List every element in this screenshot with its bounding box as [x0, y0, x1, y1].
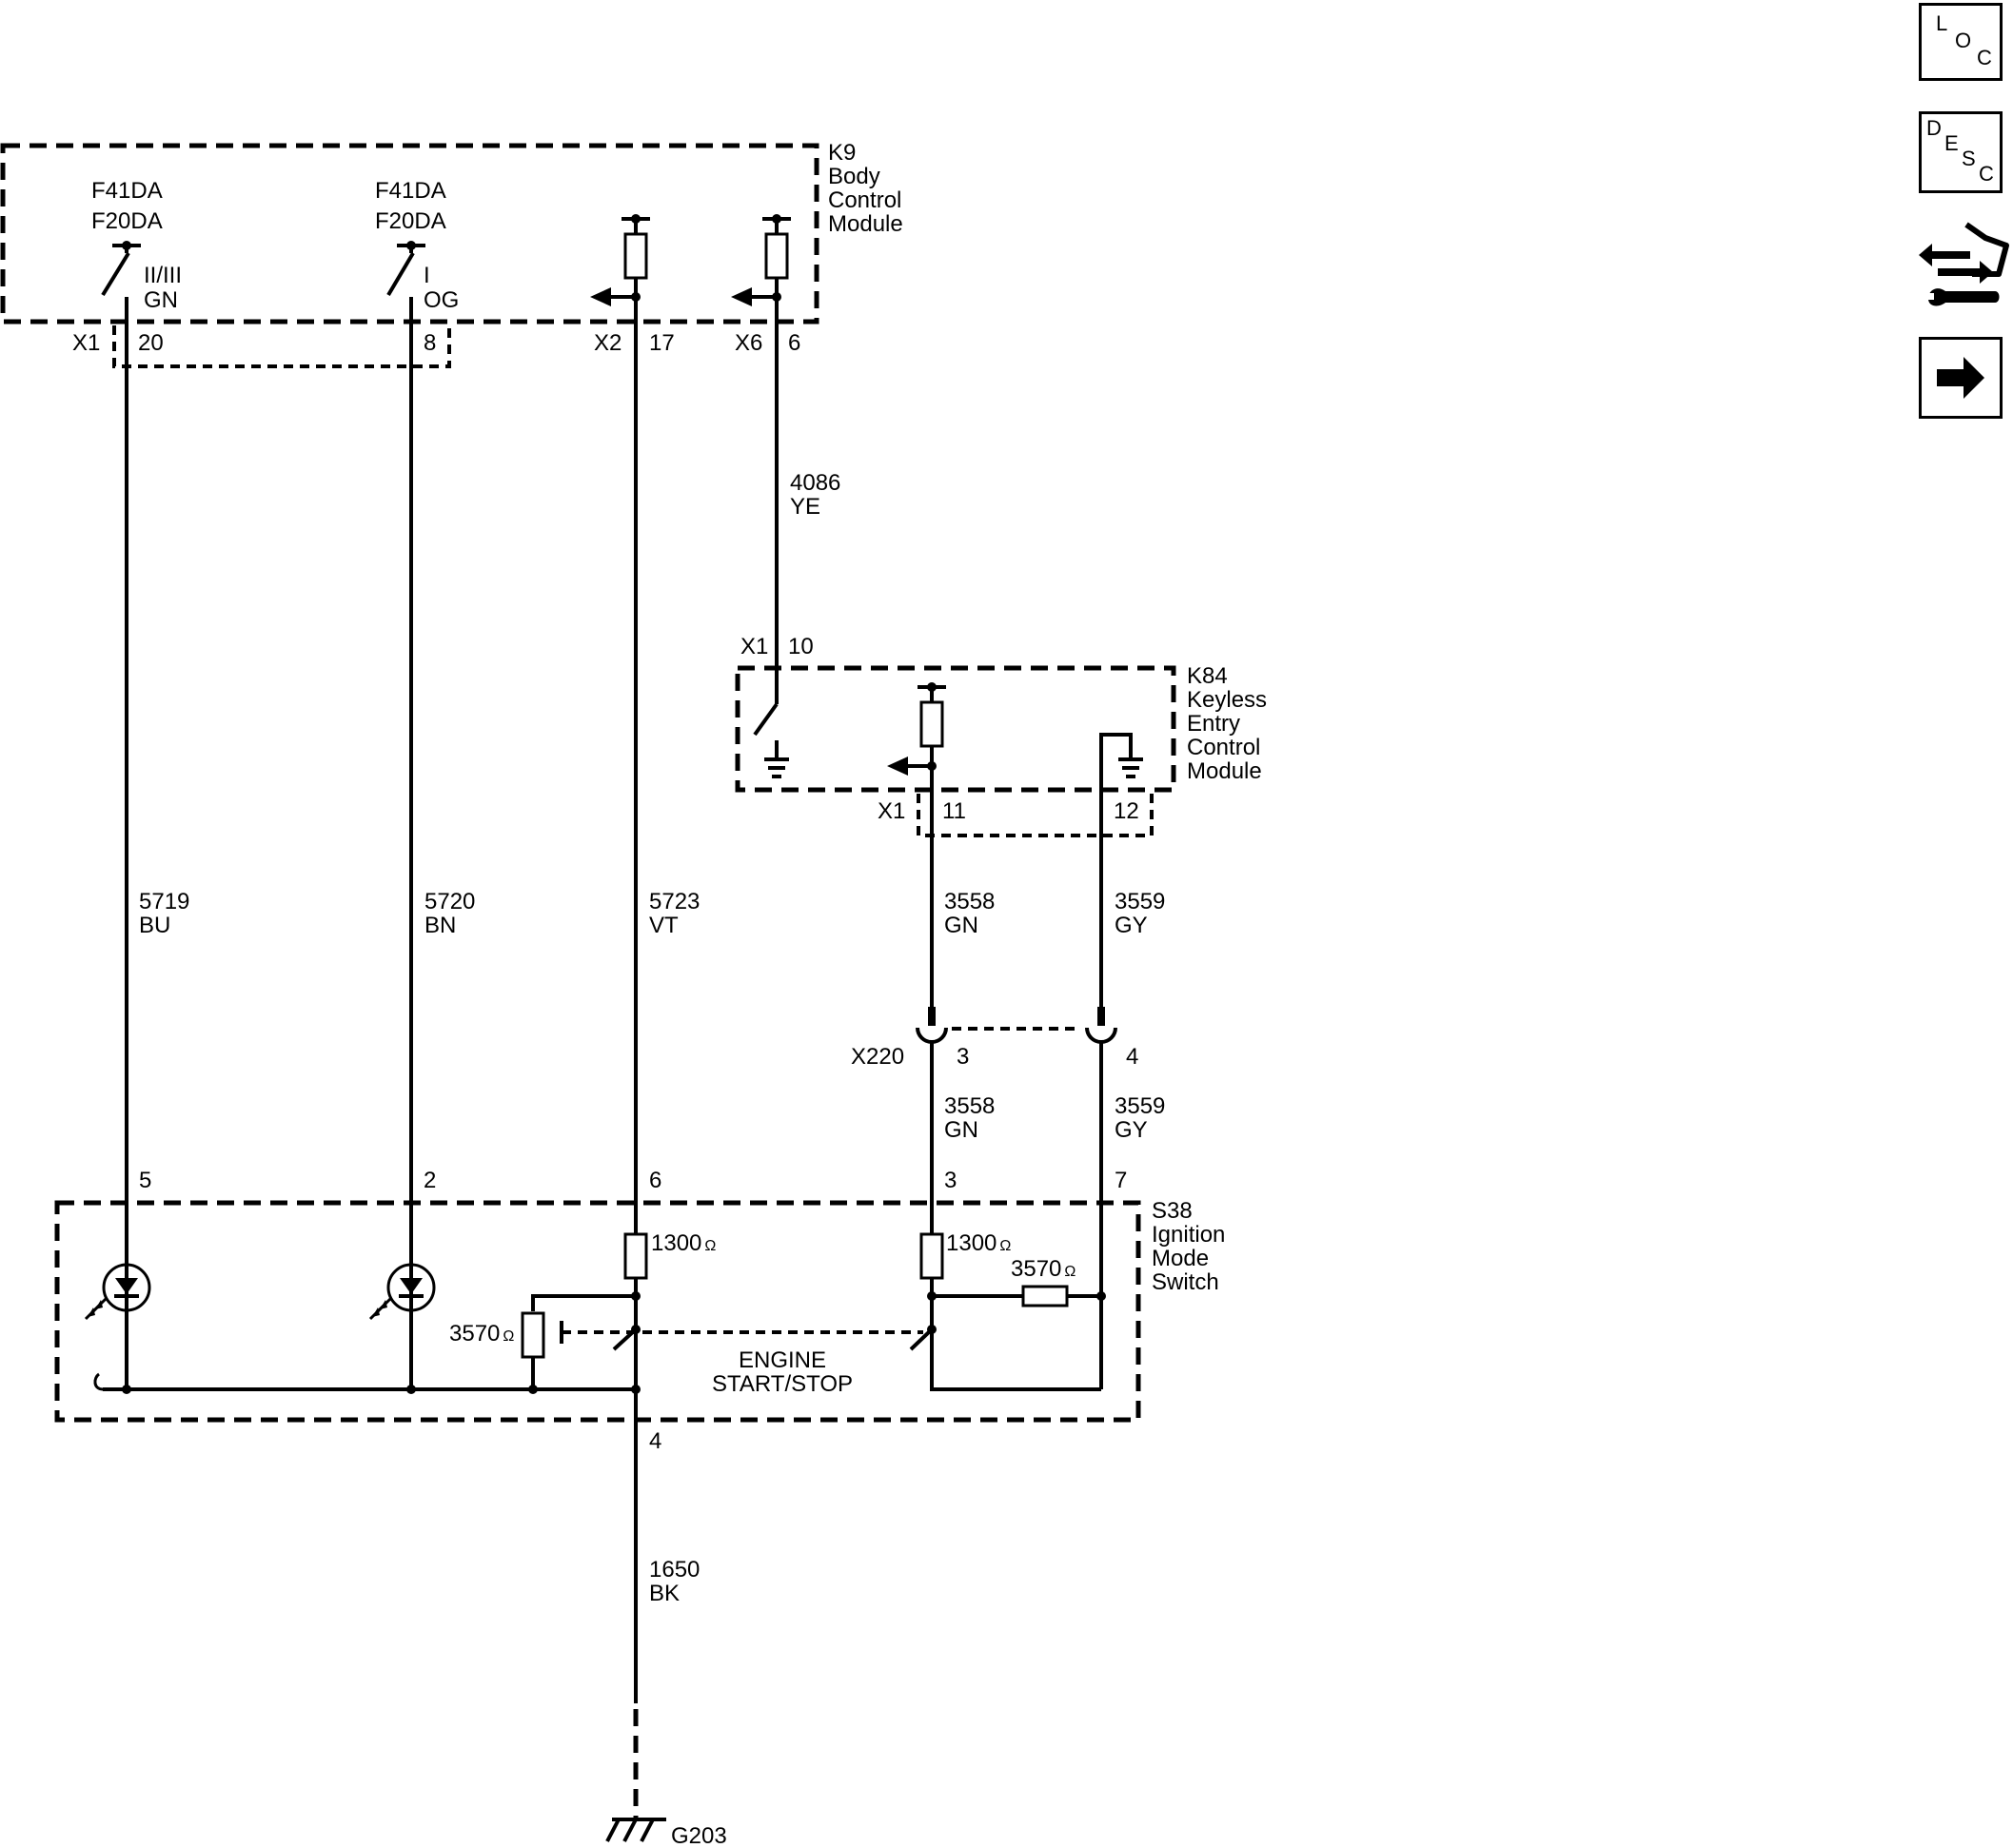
- led-indicator-1: [84, 1263, 151, 1321]
- loc-letter-c: C: [1977, 46, 1992, 69]
- s38-pin3: 3: [944, 1168, 957, 1193]
- k9-name-2: Control: [828, 187, 901, 213]
- k9-x2-label: X2: [594, 330, 622, 356]
- k9-x6-pin6: 6: [788, 330, 800, 356]
- k9-x2-pin17: 17: [649, 330, 675, 356]
- desc-letter-e: E: [1944, 131, 1959, 155]
- loc-letter-o: O: [1955, 29, 1972, 52]
- x220-pin3: 3: [957, 1044, 969, 1070]
- ground-symbol-g203: G203: [605, 1818, 727, 1848]
- switch-2-color: OG: [424, 287, 459, 313]
- k84-keyless-entry-module: X1 10 K84 Keyless Entry Control Module X…: [735, 634, 1267, 856]
- wire-5723-number: 5723: [649, 889, 700, 914]
- wire-3559-upper-color: GY: [1115, 913, 1148, 938]
- k9-input-switch-1: II/III GN: [101, 241, 182, 313]
- wire-5720-color: BN: [424, 913, 456, 938]
- k9-ref: K9: [828, 140, 856, 166]
- k9-x1-label: X1: [72, 330, 100, 356]
- fuse-1-top: F41DA: [91, 178, 163, 204]
- x220-label: X220: [851, 1044, 904, 1070]
- k9-pullup-x2: [590, 214, 650, 306]
- fuse-2-bottom: F20DA: [375, 208, 446, 234]
- k84-name-3: Control: [1187, 735, 1260, 760]
- wire-3559-lower-number: 3559: [1115, 1093, 1165, 1119]
- fuse-1-bottom: F20DA: [91, 208, 163, 234]
- s38-pin4: 4: [649, 1428, 661, 1454]
- k9-name-3: Module: [828, 211, 903, 237]
- k84-name-1: Keyless: [1187, 687, 1267, 713]
- desc-letter-d: D: [1926, 116, 1942, 140]
- s38-pin2: 2: [424, 1168, 436, 1193]
- k84-out-pin11: 11: [942, 798, 966, 824]
- wire-3558-upper-number: 3558: [944, 889, 995, 914]
- connector-tool-icon[interactable]: [1919, 217, 2010, 316]
- loc-letter-l: L: [1936, 11, 1948, 35]
- description-button[interactable]: D E S C: [1919, 111, 2003, 193]
- k9-pullup-x6: [731, 214, 791, 306]
- engine-start-stop-line1: ENGINE: [739, 1347, 826, 1373]
- switch-1-color: GN: [144, 287, 178, 313]
- k84-name-2: Entry: [1187, 711, 1240, 737]
- switch-2-position: I: [424, 263, 430, 288]
- next-button[interactable]: [1919, 337, 2003, 419]
- s38-name-3: Switch: [1152, 1269, 1219, 1295]
- next-arrow-icon: [1937, 357, 1984, 399]
- desc-letter-s: S: [1962, 147, 1976, 170]
- k9-x6-label: X6: [735, 330, 762, 356]
- s38-ignition-mode-switch: 5 2 6 3 7 S38 Ignition Mode Switch: [54, 1168, 1225, 1454]
- k84-in-pin10: 10: [788, 634, 814, 659]
- s38-pin6: 6: [649, 1168, 661, 1193]
- s38-name-1: Ignition: [1152, 1222, 1225, 1248]
- wire-5723-color: VT: [649, 913, 679, 938]
- wire-3559-upper-number: 3559: [1115, 889, 1165, 914]
- location-button[interactable]: L O C: [1919, 3, 2003, 81]
- wire-5719-color: BU: [139, 913, 170, 938]
- k9-x1-pin20: 20: [138, 330, 164, 356]
- led-indicator-2: [368, 1263, 436, 1321]
- s38-pin5: 5: [139, 1168, 151, 1193]
- x220-pin4: 4: [1126, 1044, 1138, 1070]
- wire-5719-number: 5719: [139, 889, 189, 914]
- k9-body-control-module: K9 Body Control Module: [0, 140, 903, 368]
- wire-4086-color: YE: [790, 494, 820, 520]
- k84-name-4: Module: [1187, 758, 1262, 784]
- engine-start-stop-line2: START/STOP: [712, 1371, 853, 1397]
- switch-1-position: II/III: [144, 263, 182, 288]
- k9-name-1: Body: [828, 164, 880, 189]
- wire-3558-lower-color: GN: [944, 1117, 978, 1143]
- s38-ref: S38: [1152, 1198, 1193, 1224]
- k84-ref: K84: [1187, 663, 1228, 689]
- fuse-2-top: F41DA: [375, 178, 446, 204]
- k84-out-pin12: 12: [1114, 798, 1139, 824]
- wire-4086-number: 4086: [790, 470, 840, 496]
- desc-letter-c: C: [1979, 162, 1994, 186]
- wire-3559-lower-color: GY: [1115, 1117, 1148, 1143]
- k9-input-switch-2: I OG: [386, 241, 459, 313]
- k9-x1-pin8: 8: [424, 330, 436, 356]
- wire-3558-lower-number: 3558: [944, 1093, 995, 1119]
- wire-5720-number: 5720: [424, 889, 475, 914]
- s38-name-2: Mode: [1152, 1246, 1209, 1271]
- s38-pin7: 7: [1115, 1168, 1127, 1193]
- ground-label: G203: [671, 1823, 727, 1848]
- wire-1650-color: BK: [649, 1581, 680, 1606]
- wire-1650-number: 1650: [649, 1557, 700, 1583]
- k84-in-connector: X1: [740, 634, 768, 659]
- wire-3558-upper-color: GN: [944, 913, 978, 938]
- k84-out-connector: X1: [878, 798, 905, 824]
